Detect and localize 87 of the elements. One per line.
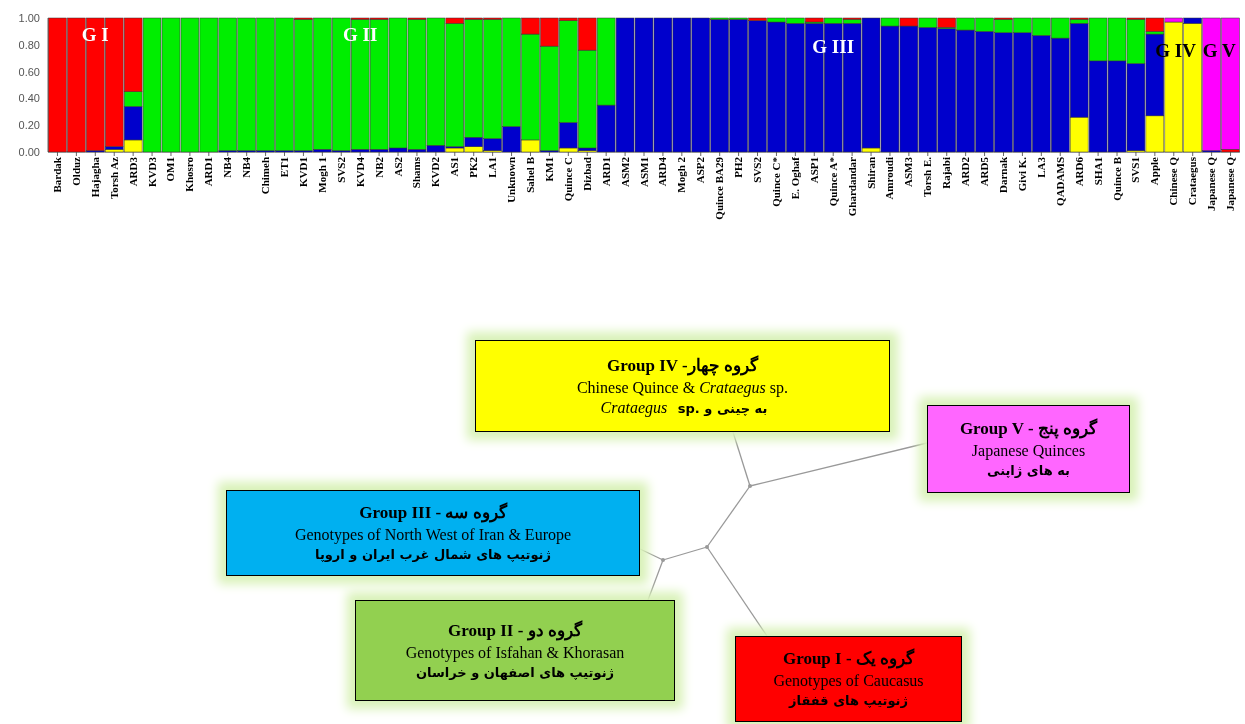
category-label: AS1: [448, 157, 462, 177]
category-label: Sahel B: [523, 157, 537, 193]
category-label: SVS2: [334, 157, 348, 183]
group-description: Genotypes of Caucasus: [772, 671, 925, 691]
category-label: Apple: [1148, 157, 1162, 186]
category-label: NB4: [240, 157, 254, 178]
category-label: Ghardandar: [845, 157, 859, 217]
category-label: ET1: [278, 157, 291, 178]
group-heading: Group II - گروه دو: [447, 619, 584, 642]
category-label: Quince B: [1110, 157, 1124, 201]
category-label: LA3: [1034, 157, 1048, 178]
category-label: SVS2: [751, 157, 764, 183]
category-label: ASM3: [902, 157, 916, 187]
category-label: Dizbad: [580, 157, 594, 191]
category-label: ARD6: [1072, 157, 1086, 187]
group-heading: Group III - گروه سه: [358, 502, 509, 524]
group-description: ژنوتیپ های قفقاز: [787, 692, 909, 710]
category-label: KVD4: [353, 157, 367, 187]
category-label: Amroudi: [883, 157, 897, 200]
category-label: Chimeh: [259, 157, 273, 195]
group-description: Japanese Quinces: [970, 441, 1087, 461]
category-label: Quince A*: [826, 157, 840, 207]
category-label: KVD3: [145, 157, 159, 187]
category-label: Japanese Q: [1205, 157, 1219, 212]
category-label: Japanese Q: [1224, 157, 1238, 212]
category-label: Rajabi: [940, 157, 954, 189]
category-label: Bardak: [50, 157, 64, 193]
cluster-label: G V: [1202, 40, 1236, 62]
category-label: Givi K.: [1015, 157, 1029, 192]
axis-tick-label: 0.20: [17, 119, 40, 132]
axis-tick-label: 0.40: [17, 92, 40, 105]
axis-tick-label: 0.60: [17, 65, 40, 78]
category-label: ARD2: [959, 157, 973, 187]
group-description: ژنوتیپ های شمال غرب ایران و اروپا: [314, 546, 552, 564]
category-label: Shiran: [864, 157, 878, 189]
category-label: KM1: [542, 157, 556, 182]
group-heading: Group I - گروه یک: [781, 648, 916, 670]
category-label: KVD2: [429, 157, 443, 187]
category-label: Hajagha: [88, 157, 102, 198]
category-label: ASP1: [807, 157, 821, 184]
category-label: Olduz: [69, 157, 83, 186]
category-label: Torsh E.: [921, 157, 935, 197]
category-label: ARD1: [599, 157, 613, 187]
group-heading: Group V - گروه پنج: [958, 418, 1099, 440]
category-label: LA1: [486, 157, 500, 178]
category-label: ASP2: [694, 157, 708, 184]
category-label: QADAMS: [1053, 157, 1067, 206]
category-label: Chinese Q: [1167, 157, 1181, 206]
group-description: ژنوتیپ های اصفهان و خراسان: [414, 663, 616, 682]
cluster-label: G II: [343, 24, 378, 46]
category-label: Mogh 2: [675, 157, 689, 193]
category-label: Khosro: [183, 157, 197, 192]
category-label: Quince BA29: [713, 157, 727, 220]
group-description: Chinese Quince & Crataegus sp.: [575, 377, 790, 398]
category-label: ASM2: [618, 157, 632, 187]
category-label: E. Oghaf: [788, 157, 802, 200]
category-label: PK2: [467, 157, 481, 178]
category-label: SHA1: [1091, 157, 1105, 186]
axis-tick-label: 0.00: [17, 146, 40, 158]
group-description: به های ژاپنی: [986, 462, 1071, 480]
category-label: PH2: [732, 157, 746, 178]
category-label: Unknown: [505, 157, 519, 203]
cluster-label: G I: [81, 24, 109, 46]
category-label: SVS1: [1129, 157, 1143, 183]
group-description: Genotypes of Isfahan & Khorasan: [404, 642, 626, 663]
category-label: ARD5: [978, 157, 992, 187]
group-description: Genotypes of North West of Iran & Europe: [293, 525, 573, 545]
category-label: Torsh Az: [107, 157, 121, 200]
category-label: AS2: [391, 157, 405, 177]
category-label: OM1: [164, 157, 178, 182]
category-label: NB4: [221, 157, 235, 178]
category-label: KVD1: [296, 157, 310, 187]
category-label: ARD4: [656, 157, 670, 187]
category-label: Crataegus: [1186, 157, 1200, 206]
category-label: Darnak: [997, 157, 1010, 194]
group-heading: Group IV -گروه چهار: [606, 354, 760, 377]
category-label: Shams: [410, 157, 424, 189]
axis-tick-label: 1.00: [17, 12, 40, 24]
category-label: NB2: [372, 157, 386, 178]
axis-tick-label: 0.80: [17, 38, 40, 51]
category-label: ASM1: [637, 157, 651, 187]
category-label: Mogh 1: [315, 157, 329, 193]
category-label: ARD1: [202, 157, 216, 187]
category-label: Quince C: [561, 157, 575, 202]
category-label: ARD3: [126, 157, 140, 187]
category-label: Quince C*: [769, 157, 783, 207]
cluster-label: G III: [812, 36, 855, 58]
